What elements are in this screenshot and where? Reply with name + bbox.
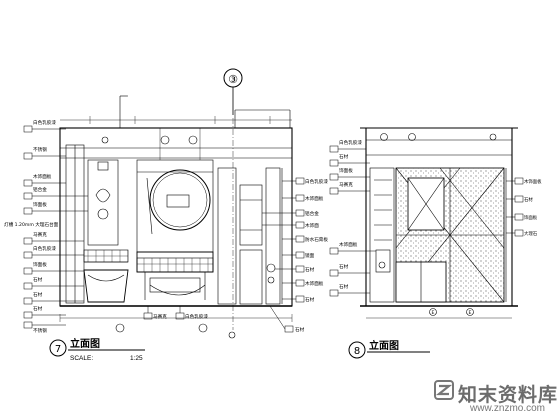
callout-label: 大理石 — [524, 230, 538, 237]
watermark-brand: 知末资料库 — [458, 384, 559, 406]
callout-label: 石材 — [33, 305, 43, 312]
far-right-callouts-8 — [506, 177, 524, 237]
left-callouts-8 — [329, 145, 376, 297]
callout-label: 铝合金 — [33, 186, 47, 193]
callout-label: 饰面板 — [339, 167, 353, 174]
callout-label: 木饰面 — [305, 222, 319, 229]
callout-label: 白色乳胶漆 — [339, 139, 362, 146]
callout-label: 木饰面板 — [305, 280, 324, 287]
left-labels-8: 白色乳胶漆 石材 饰面板 马赛克 木饰面板 石材 石材 — [339, 139, 362, 290]
callout-label: 铝合金 — [305, 210, 319, 217]
title-block-8: 8 立面图 — [348, 339, 430, 359]
callout-label: 石材 — [305, 266, 315, 273]
callout-label: 木饰面板 — [524, 178, 542, 185]
callout-label: 木饰面板 — [339, 241, 358, 248]
elevation-number: 7 — [55, 344, 61, 355]
bottom-callouts-7 — [143, 305, 294, 333]
callout-label: 石材 — [339, 263, 349, 270]
callout-label: 饰面板 — [33, 261, 47, 268]
callout-label: 饰面板 — [524, 214, 538, 221]
callout-label: 石材 — [339, 283, 349, 290]
callout-label: 石材 — [295, 326, 305, 333]
callout-label: 石材 — [33, 276, 43, 283]
elevation-number: 8 — [354, 346, 360, 357]
callout-label: 马赛克 — [339, 181, 353, 188]
callout-label: 饰面板 — [33, 201, 47, 208]
callout-label: 木饰面板 — [33, 173, 52, 180]
callout-label: 防水石膏板 — [305, 236, 328, 243]
callout-label: 白色乳胶漆 — [185, 313, 208, 320]
callout-label: 石材 — [33, 291, 43, 298]
callout-label: 白色乳胶漆 — [33, 245, 56, 252]
bottom-labels-8: E E — [432, 310, 472, 316]
left-callouts-7 — [23, 125, 88, 329]
callout-label: 木饰面板 — [305, 195, 324, 202]
elevation-7: ③ — [59, 68, 293, 339]
bottom-labels-7: 马赛克 白色乳胶漆 石材 — [153, 313, 305, 333]
callout-label: 马赛克 — [153, 313, 167, 320]
grid-label: E — [469, 310, 472, 316]
left-labels-7: 白色乳胶漆 不锈钢 木饰面板 铝合金 饰面板 灯槽 1.20mm 大理石台面 马… — [4, 119, 59, 334]
callout-label: 白色乳胶漆 — [33, 119, 56, 126]
right-callouts-7 — [262, 177, 305, 303]
callout-label: 不锈钢 — [33, 146, 47, 153]
watermark-url: www.znzmo.com — [470, 403, 546, 414]
callout-label: 不锈钢 — [33, 327, 47, 334]
title-block-7: 7 立面图 SCALE: 1:25 — [49, 337, 145, 362]
scale-value: 1:25 — [130, 355, 143, 362]
brand-logo-icon — [434, 380, 454, 400]
callout-note: 灯槽 1.20mm 大理石台面 — [4, 221, 59, 228]
scale-label: SCALE: — [70, 355, 93, 362]
section-marker-label: ③ — [228, 73, 238, 86]
grid-label: E — [432, 310, 435, 316]
elevation-title: 立面图 — [70, 337, 100, 350]
elevation-8 — [360, 127, 518, 319]
far-right-labels-8: 木饰面板 石材 饰面板 大理石 — [524, 178, 542, 237]
right-labels-7: 白色乳胶漆 木饰面板 铝合金 木饰面 防水石膏板 镜面 石材 木饰面板 石材 — [305, 178, 328, 303]
elevation-title: 立面图 — [369, 339, 399, 352]
callout-label: 马赛克 — [33, 231, 47, 238]
callout-label: 白色乳胶漆 — [305, 178, 328, 185]
callout-label: 石材 — [339, 153, 349, 160]
callout-label: 石材 — [524, 196, 533, 203]
callout-label: 镜面 — [305, 252, 315, 259]
callout-label: 石材 — [305, 296, 315, 303]
